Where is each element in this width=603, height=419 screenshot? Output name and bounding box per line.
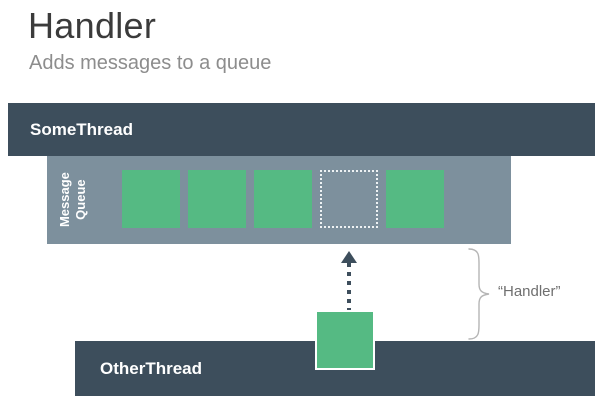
queue-message-square [188, 170, 246, 228]
message-queue-bar: Message Queue [47, 156, 511, 244]
enqueue-arrow-head-icon [341, 251, 357, 263]
page-title: Handler [28, 5, 157, 46]
handler-annotation: “Handler” [498, 283, 561, 300]
enqueue-arrow-dotted-line [347, 263, 351, 312]
queue-slots [122, 170, 444, 228]
queue-message-square [254, 170, 312, 228]
handler-brace-icon [468, 248, 490, 340]
message-queue-label: Message Queue [47, 156, 97, 244]
queue-empty-slot [320, 170, 378, 228]
queue-message-square [122, 170, 180, 228]
queue-message-square [386, 170, 444, 228]
message-queue-label-line1: Message [56, 172, 72, 228]
message-queue-label-line2: Queue [72, 179, 88, 221]
some-thread-label: SomeThread [30, 119, 133, 139]
page-subtitle: Adds messages to a queue [29, 52, 272, 74]
other-thread-label: OtherThread [100, 358, 203, 378]
some-thread-bar: SomeThread [8, 103, 595, 156]
incoming-message-square [315, 310, 375, 370]
